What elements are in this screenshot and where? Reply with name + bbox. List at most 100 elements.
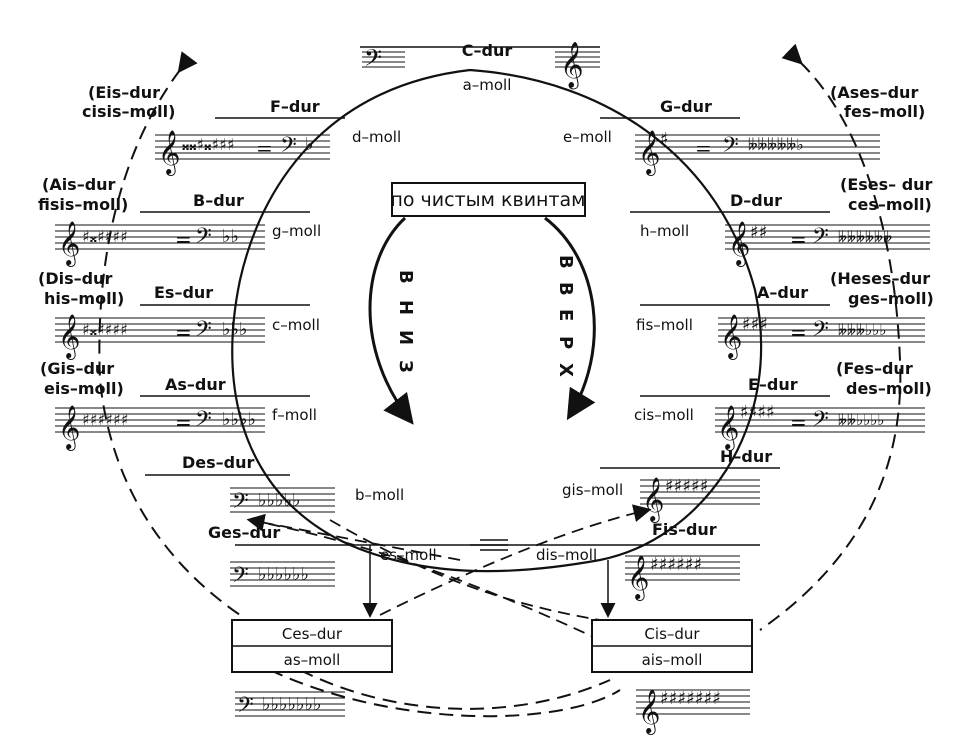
svg-text:𝄢: 𝄢 bbox=[722, 133, 739, 163]
svg-text:𝄫𝄫♭♭♭♭: 𝄫𝄫♭♭♭♭ bbox=[838, 411, 884, 429]
svg-text:(Ais–dur: (Ais–dur bbox=[42, 175, 116, 194]
svg-text:♯: ♯ bbox=[660, 129, 669, 150]
svg-text:𝄞: 𝄞 bbox=[638, 130, 660, 176]
c-dur-label: C–dur bbox=[462, 41, 513, 60]
svg-text:eis–moll): eis–moll) bbox=[44, 379, 124, 398]
svg-text:𝄢: 𝄢 bbox=[195, 407, 212, 437]
enharmonic-dashed-circle bbox=[98, 51, 241, 616]
key-c-dur: 𝄢 𝄞 C–dur a–moll bbox=[360, 41, 600, 94]
svg-text:(Gis–dur: (Gis–dur bbox=[40, 359, 114, 378]
svg-text:B–dur: B–dur bbox=[193, 191, 244, 210]
svg-text:♯𝄪♯♯♯♯: ♯𝄪♯♯♯♯ bbox=[82, 227, 128, 246]
enharmonic-cross bbox=[246, 504, 652, 641]
svg-text:c–moll: c–moll bbox=[272, 316, 320, 334]
svg-text:В: В bbox=[395, 270, 416, 284]
svg-text:fes–moll): fes–moll) bbox=[844, 102, 925, 121]
svg-text:В: В bbox=[555, 282, 576, 296]
svg-text:=: = bbox=[175, 410, 192, 434]
enh-eses-dur: (Eses– dur ces–moll) bbox=[840, 175, 933, 214]
enh-ais-dur: (Ais–dur fisis–moll) bbox=[38, 175, 128, 214]
svg-text:𝄢: 𝄢 bbox=[812, 407, 829, 437]
enh-heses-dur: (Heses–dur ges–moll) bbox=[830, 269, 934, 308]
svg-text:e–moll: e–moll bbox=[563, 128, 612, 146]
svg-text:𝄢: 𝄢 bbox=[364, 44, 382, 77]
svg-text:𝄢: 𝄢 bbox=[812, 224, 829, 254]
svg-text:gis–moll: gis–moll bbox=[562, 481, 623, 499]
svg-text:♯♯♯: ♯♯♯ bbox=[742, 314, 768, 335]
svg-text:♯♯♯♯♯♯: ♯♯♯♯♯♯ bbox=[82, 410, 128, 429]
svg-text:=: = bbox=[790, 410, 807, 434]
svg-text:И: И bbox=[395, 330, 416, 345]
svg-text:=: = bbox=[256, 136, 273, 160]
svg-text:H–dur: H–dur bbox=[720, 447, 772, 466]
svg-text:♭♭♭♭♭♭: ♭♭♭♭♭♭ bbox=[258, 564, 309, 585]
svg-text:D–dur: D–dur bbox=[730, 191, 782, 210]
svg-text:𝄞: 𝄞 bbox=[58, 221, 80, 267]
key-fis-dur: Fis–dur dis–moll 𝄞 ♯♯♯♯♯♯ bbox=[470, 520, 760, 601]
svg-text:f–moll: f–moll bbox=[272, 406, 317, 424]
box-cis-dur: Cis–dur ais–moll 𝄞 ♯♯♯♯♯♯♯ bbox=[591, 619, 753, 735]
svg-text:A–dur: A–dur bbox=[757, 283, 808, 302]
svg-text:Fis–dur: Fis–dur bbox=[652, 520, 717, 539]
key-g-dur: G–dur e–moll 𝄞 ♯ = 𝄢 𝄫𝄫𝄫𝄫𝄫♭ bbox=[563, 97, 880, 176]
svg-text:𝄫𝄫𝄫𝄫𝄫𝄫: 𝄫𝄫𝄫𝄫𝄫𝄫 bbox=[838, 228, 892, 246]
key-d-dur: D–dur h–moll 𝄞 ♯♯ = 𝄢 𝄫𝄫𝄫𝄫𝄫𝄫 bbox=[630, 191, 930, 267]
svg-text:♭♭♭♭♭♭♭: ♭♭♭♭♭♭♭ bbox=[262, 694, 321, 715]
key-as-dur: As–dur f–moll 𝄞 ♯♯♯♯♯♯ = 𝄢 ♭♭♭♭ bbox=[55, 375, 317, 451]
svg-text:F–dur: F–dur bbox=[270, 97, 320, 116]
key-des-dur: Des–dur b–moll 𝄢 ♭♭♭♭♭ bbox=[145, 453, 404, 519]
svg-text:Е: Е bbox=[555, 309, 576, 321]
enh-ases-dur: (Ases–dur fes–moll) bbox=[830, 83, 925, 121]
key-b-dur: B–dur g–moll 𝄞 ♯𝄪♯♯♯♯ = 𝄢 ♭♭ bbox=[55, 191, 321, 267]
svg-text:𝄫𝄫𝄫♭♭♭: 𝄫𝄫𝄫♭♭♭ bbox=[838, 321, 886, 339]
svg-text:=: = bbox=[790, 320, 807, 344]
key-ges-dur: Ges–dur es–moll 𝄢 ♭♭♭♭♭♭ bbox=[208, 523, 480, 593]
svg-text:G–dur: G–dur bbox=[660, 97, 712, 116]
svg-text:𝄞: 𝄞 bbox=[638, 689, 660, 735]
svg-text:d–moll: d–moll bbox=[352, 128, 401, 146]
svg-text:𝄞: 𝄞 bbox=[158, 130, 180, 176]
up-letters: В В Е Р Х bbox=[555, 255, 576, 377]
svg-text:♯𝄪♯♯♯♯: ♯𝄪♯♯♯♯ bbox=[82, 320, 128, 339]
svg-text:𝄢: 𝄢 bbox=[232, 489, 249, 519]
down-letters: В Н И З bbox=[395, 270, 416, 373]
svg-text:(Heses–dur: (Heses–dur bbox=[830, 269, 930, 288]
svg-text:𝄢: 𝄢 bbox=[195, 224, 212, 254]
svg-text:♯♯♯♯: ♯♯♯♯ bbox=[740, 402, 775, 423]
svg-text:♭♭♭: ♭♭♭ bbox=[222, 319, 247, 340]
svg-text:E–dur: E–dur bbox=[748, 375, 798, 394]
svg-text:♭♭♭♭♭: ♭♭♭♭♭ bbox=[258, 490, 300, 511]
key-h-dur: H–dur gis–moll 𝄞 ♯♯♯♯♯ bbox=[562, 447, 780, 523]
svg-text:(Eses– dur: (Eses– dur bbox=[840, 175, 933, 194]
svg-text:З: З bbox=[395, 360, 416, 373]
svg-text:𝄢: 𝄢 bbox=[195, 317, 212, 347]
svg-text:=: = bbox=[175, 227, 192, 251]
svg-text:♯♯♯♯♯♯♯: ♯♯♯♯♯♯♯ bbox=[660, 688, 721, 709]
key-f-dur: F–dur d–moll 𝄞 𝄪𝄪♯𝄪♯♯♯ = 𝄢 ♭ bbox=[155, 97, 401, 176]
svg-text:dis–moll: dis–moll bbox=[536, 546, 597, 564]
svg-text:𝄢: 𝄢 bbox=[812, 317, 829, 347]
svg-text:Ces–dur: Ces–dur bbox=[282, 625, 343, 643]
svg-text:fis–moll: fis–moll bbox=[636, 316, 693, 334]
svg-text:des–moll): des–moll) bbox=[846, 379, 932, 398]
enh-eis-dur: (Eis–dur cisis–moll) bbox=[82, 83, 175, 121]
svg-text:cis–moll: cis–moll bbox=[634, 406, 694, 424]
svg-text:=: = bbox=[790, 227, 807, 251]
bottom-dashed-arc-2 bbox=[249, 659, 621, 718]
svg-text:b–moll: b–moll bbox=[355, 486, 404, 504]
svg-text:♯♯: ♯♯ bbox=[750, 222, 767, 243]
svg-text:h–moll: h–moll bbox=[640, 222, 689, 240]
svg-text:𝄫𝄫𝄫𝄫𝄫♭: 𝄫𝄫𝄫𝄫𝄫♭ bbox=[748, 135, 804, 154]
svg-text:𝄢: 𝄢 bbox=[280, 133, 297, 163]
svg-text:𝄞: 𝄞 bbox=[728, 221, 750, 267]
center-label-box bbox=[391, 182, 586, 217]
svg-text:Х: Х bbox=[555, 363, 576, 377]
bottom-dashed-arc bbox=[299, 669, 611, 710]
svg-text:𝄢: 𝄢 bbox=[232, 563, 249, 593]
svg-text:𝄞: 𝄞 bbox=[717, 405, 739, 451]
svg-text:(Ases–dur: (Ases–dur bbox=[830, 83, 918, 102]
up-arrow-arc bbox=[544, 216, 596, 421]
svg-text:=: = bbox=[695, 136, 712, 160]
svg-text:As–dur: As–dur bbox=[165, 375, 226, 394]
svg-text:=: = bbox=[175, 320, 192, 344]
